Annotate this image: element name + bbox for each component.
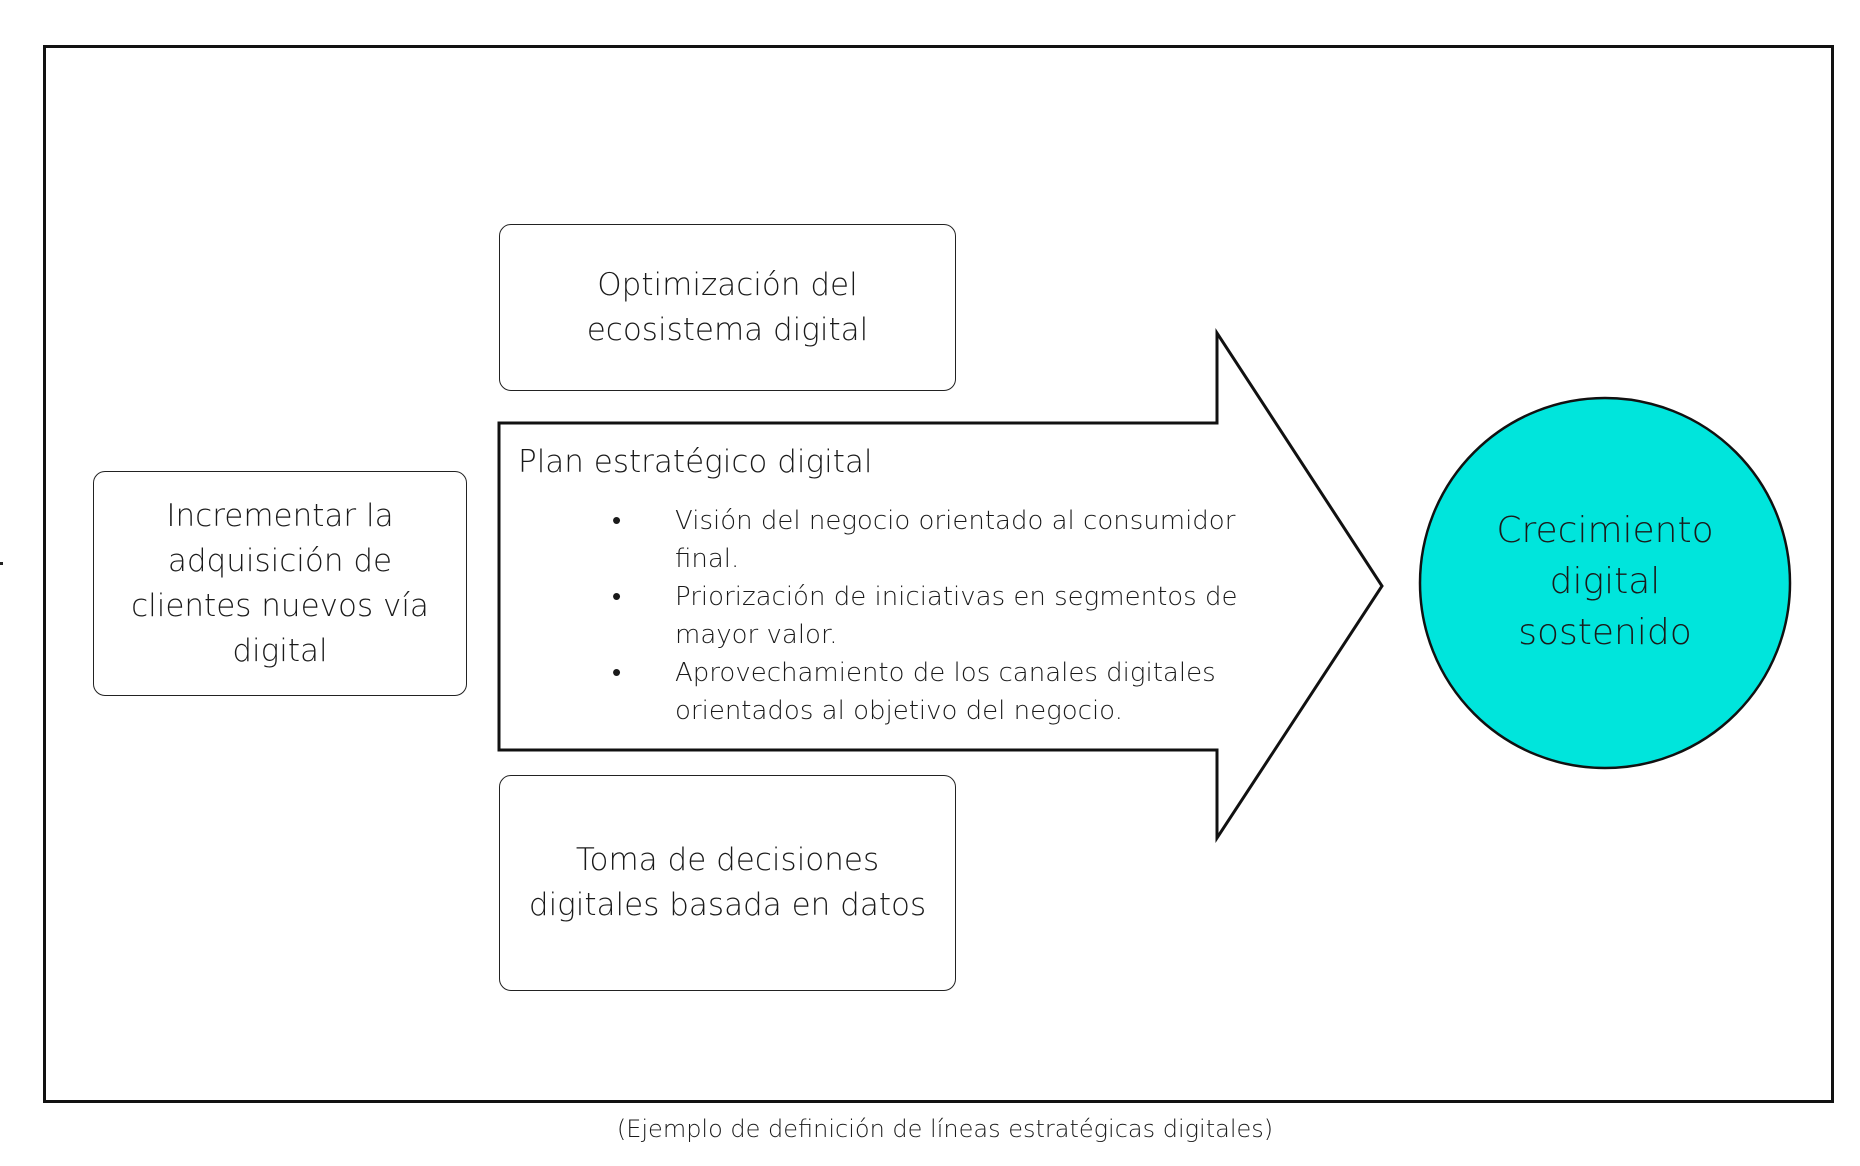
- arrow-bullet-item: • Visión del negocio orientado al consum…: [612, 502, 1262, 578]
- ecosystem-box-line: ecosistema digital: [586, 311, 869, 348]
- arrow-bullet-item: • Aprovechamiento de los canales digital…: [612, 654, 1262, 730]
- acquisition-box: Incrementar la adquisición de clientes n…: [93, 471, 467, 696]
- growth-circle-line: Crecimiento: [1496, 510, 1714, 551]
- growth-circle: [1418, 396, 1792, 770]
- arrow-bullet-text: Priorización de iniciativas en segmentos…: [675, 582, 1238, 650]
- data-decisions-box-line: Toma de decisiones: [575, 842, 880, 878]
- data-decisions-box-line: digitales basada en datos: [528, 887, 927, 923]
- bullet-icon: •: [612, 658, 622, 688]
- acquisition-box-line: clientes nuevos vía: [131, 587, 429, 624]
- bullet-icon: •: [612, 506, 622, 536]
- growth-circle-line: digital: [1549, 561, 1661, 602]
- stray-mark: [0, 562, 3, 565]
- arrow-bullet-text: Visión del negocio orientado al consumid…: [675, 506, 1236, 574]
- ecosystem-box: Optimización del ecosistema digital: [499, 224, 956, 391]
- acquisition-box-line: digital: [232, 632, 328, 669]
- growth-circle-label: Crecimiento digital sostenido: [1420, 505, 1790, 658]
- bullet-icon: •: [612, 582, 622, 612]
- ecosystem-box-line: Optimización del: [597, 266, 858, 303]
- arrow-bullet-item: • Priorización de iniciativas en segment…: [612, 578, 1262, 654]
- data-decisions-box: Toma de decisiones digitales basada en d…: [499, 775, 956, 991]
- acquisition-box-line: adquisición de: [167, 542, 393, 579]
- arrow-title: Plan estratégico digital: [518, 444, 873, 480]
- arrow-bullet-list: • Visión del negocio orientado al consum…: [612, 502, 1262, 730]
- acquisition-box-line: Incrementar la: [166, 497, 394, 534]
- growth-circle-line: sostenido: [1518, 612, 1692, 653]
- diagram-frame: [43, 45, 1834, 1103]
- figure-caption: (Ejemplo de definición de líneas estraté…: [616, 1115, 1274, 1143]
- arrow-bullet-text: Aprovechamiento de los canales digitales…: [675, 658, 1216, 726]
- strategy-arrow: [497, 327, 1384, 844]
